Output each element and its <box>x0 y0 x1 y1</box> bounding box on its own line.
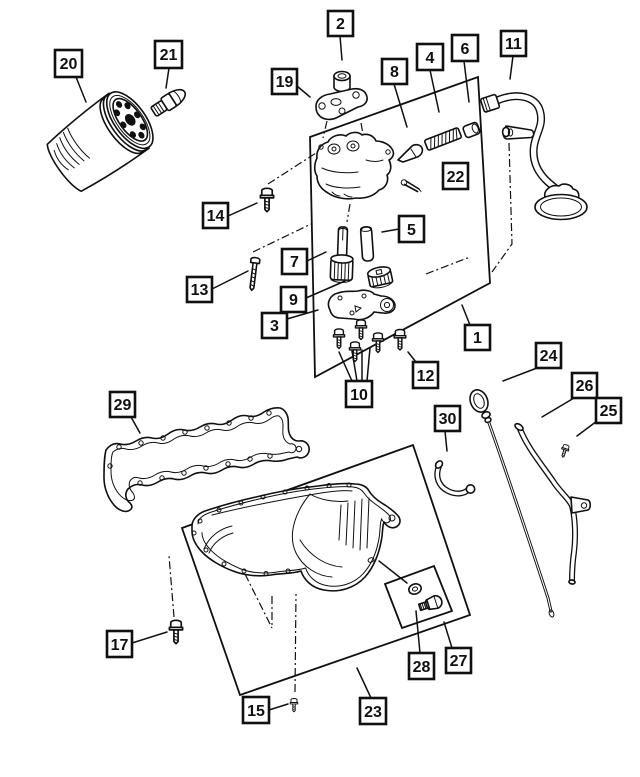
pump-panel <box>309 75 491 379</box>
filter-flutes <box>53 127 90 171</box>
callout-1[interactable]: 1 <box>461 304 492 352</box>
callout-label: 22 <box>447 169 465 186</box>
bolt-14 <box>259 187 275 213</box>
callout-label: 10 <box>350 387 368 404</box>
callout-2[interactable]: 2 <box>326 9 355 61</box>
callout-label: 15 <box>247 703 265 720</box>
callout-label: 27 <box>450 653 468 670</box>
gasket-bolt-holes <box>107 410 303 486</box>
callout-label: 12 <box>417 368 435 385</box>
oil-pan-gasket <box>103 407 310 513</box>
callout-label: 8 <box>390 64 399 81</box>
callout-4[interactable]: 4 <box>415 42 445 113</box>
screw-15 <box>289 697 299 713</box>
panel-outlines <box>180 75 491 697</box>
callout-label: 21 <box>160 47 178 64</box>
callout-17[interactable]: 17 <box>105 629 168 659</box>
callout-label: 19 <box>276 74 294 91</box>
callout-label: 26 <box>576 378 594 395</box>
oil-pickup-tube <box>479 92 588 221</box>
oil-filter <box>46 91 154 193</box>
pump-shaft <box>359 226 375 262</box>
callout-21[interactable]: 21 <box>153 39 184 89</box>
callout-25[interactable]: 25 <box>576 396 623 437</box>
filter-fitting <box>150 88 187 117</box>
bolt-10a <box>332 328 346 350</box>
alignment-lines <box>168 91 513 693</box>
valve-plug <box>462 121 481 139</box>
bolt-10d <box>371 332 385 354</box>
callout-6[interactable]: 6 <box>450 33 480 103</box>
callout-20[interactable]: 20 <box>53 48 87 103</box>
callout-22[interactable]: 22 <box>441 161 470 191</box>
pan-bolt-holes <box>191 482 396 576</box>
filter-baseplate-holes <box>113 101 146 139</box>
callout-label: 11 <box>505 36 522 53</box>
callout-label: 29 <box>114 397 132 414</box>
callout-8[interactable]: 8 <box>380 57 409 128</box>
callout-label: 28 <box>413 659 431 676</box>
callout-label: 24 <box>540 348 558 365</box>
callout-14[interactable]: 14 <box>201 201 258 230</box>
bracket-plate <box>315 87 368 121</box>
callout-30[interactable]: 30 <box>433 404 462 452</box>
callout-label: 9 <box>289 292 298 309</box>
idler-gear <box>366 266 394 289</box>
drive-gear-shaft <box>329 226 354 283</box>
callout-19[interactable]: 19 <box>270 67 311 98</box>
bolt-12 <box>393 328 407 351</box>
callout-11[interactable]: 11 <box>499 29 528 80</box>
dipstick-tube <box>514 422 592 585</box>
callout-24[interactable]: 24 <box>502 341 563 382</box>
drain-plug-washer <box>408 583 422 595</box>
drain-plug <box>417 594 443 612</box>
callout-label: 6 <box>461 41 470 58</box>
bushing-part <box>333 70 351 93</box>
callout-label: 4 <box>426 50 435 67</box>
bolt-17 <box>168 619 184 645</box>
callout-12[interactable]: 12 <box>407 351 440 390</box>
callout-label: 7 <box>290 254 299 271</box>
callout-9[interactable]: 9 <box>279 280 346 314</box>
callout-label: 20 <box>60 56 78 73</box>
callout-label: 1 <box>473 330 482 347</box>
callout-27[interactable]: 27 <box>443 621 473 675</box>
callout-26[interactable]: 26 <box>541 371 599 418</box>
callouts-layer: 20 21 19 2 8 4 <box>53 9 623 726</box>
callout-23[interactable]: 23 <box>356 667 388 726</box>
callout-label: 23 <box>364 704 382 721</box>
dipstick <box>469 389 555 618</box>
cotter-pin <box>400 179 422 193</box>
callout-label: 17 <box>111 637 129 654</box>
bolt-10b <box>354 319 368 341</box>
callout-3[interactable]: 3 <box>260 309 319 340</box>
callout-5[interactable]: 5 <box>381 214 426 244</box>
callout-29[interactable]: 29 <box>108 390 141 434</box>
relief-valve-spring <box>424 127 462 151</box>
callout-10[interactable]: 10 <box>338 347 374 409</box>
callout-label: 25 <box>600 403 618 420</box>
callout-label: 2 <box>336 16 345 33</box>
oil-pan <box>191 482 408 592</box>
callout-13[interactable]: 13 <box>185 270 249 304</box>
callout-label: 14 <box>207 208 225 225</box>
callout-label: 30 <box>439 411 457 428</box>
callout-label: 13 <box>191 282 209 299</box>
callout-15[interactable]: 15 <box>241 695 289 725</box>
clip-bracket <box>434 460 476 497</box>
oil-pump-body <box>313 131 395 200</box>
relief-valve-plunger <box>397 143 424 163</box>
screw-25 <box>558 443 571 459</box>
callout-28[interactable]: 28 <box>407 610 436 681</box>
pump-cover-plate <box>327 289 396 321</box>
pan-panel <box>180 443 472 697</box>
callout-label: 5 <box>407 222 416 239</box>
callout-label: 3 <box>270 318 279 335</box>
callout-7[interactable]: 7 <box>280 247 327 276</box>
parts-layer <box>46 70 592 713</box>
long-bolt-13 <box>249 256 261 292</box>
drain-detail-box <box>383 564 454 630</box>
